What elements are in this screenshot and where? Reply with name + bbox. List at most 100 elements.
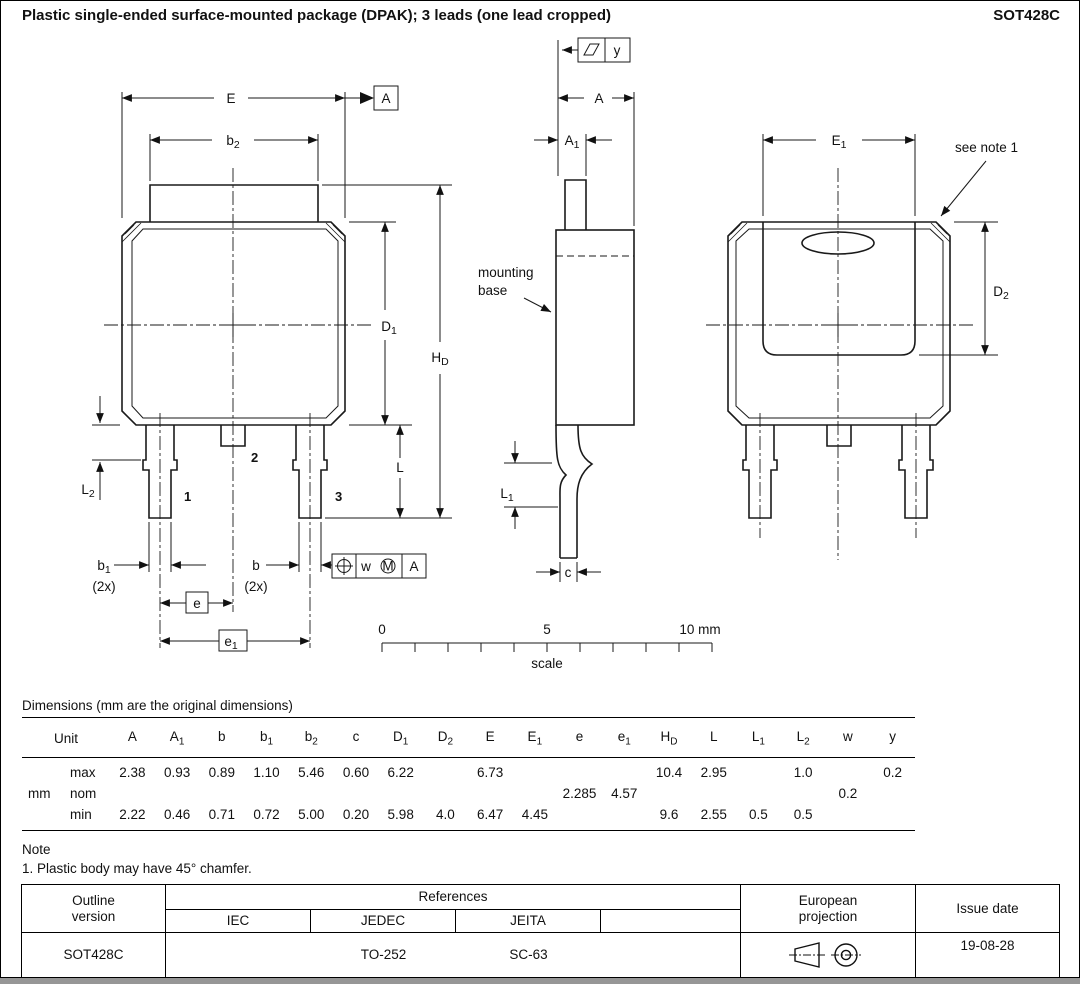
dim-label-E1: E1 — [832, 133, 847, 151]
scale-five-label: 5 — [543, 622, 551, 637]
dim-value: 5.46 — [298, 764, 325, 780]
dimension-D1: D1 — [349, 221, 412, 426]
dim-value — [781, 783, 826, 804]
dimension-e1: e1 — [160, 629, 310, 652]
back-view: E1 D2 see note 1 — [706, 133, 1018, 560]
dim-value — [423, 783, 468, 804]
dim-label-D1: D1 — [381, 319, 397, 337]
issue-date-header: Issue date — [956, 900, 1019, 916]
tab-slot-oval — [801, 231, 875, 255]
col-header: b1 — [244, 717, 289, 758]
unit-cell — [22, 803, 64, 831]
mmc-modifier-icon: M — [380, 558, 396, 574]
dimension-E: E A — [121, 85, 399, 218]
col-header: E1 — [512, 717, 558, 758]
issue-date-value: 19-08-28 — [916, 932, 1059, 977]
dim-label-D2: D2 — [993, 284, 1009, 302]
dim-e-box — [185, 591, 209, 614]
dim-value — [647, 783, 692, 804]
front-view: 1 2 3 E A b2 — [81, 85, 452, 652]
col-header: b2 — [288, 717, 334, 758]
dim-value: 0.5 — [780, 803, 826, 831]
dim-label-A1: A1 — [565, 133, 580, 151]
dim-value: 4.0 — [423, 803, 468, 831]
scale-ten-label: 10 mm — [679, 622, 720, 637]
see-note-label: see note 1 — [955, 140, 1018, 155]
dim-label-e: e — [193, 596, 201, 611]
side-bent-lead — [555, 424, 594, 559]
front-body-inner-line — [131, 228, 339, 419]
dimension-A1: A1 — [534, 133, 612, 176]
dim-label-b1: b1 — [97, 558, 111, 576]
dim-value — [736, 783, 781, 804]
dim-label-E: E — [226, 91, 235, 106]
first-angle-projection-icon — [789, 942, 861, 968]
jedec-value: TO-252 — [311, 932, 456, 977]
dim-value — [557, 803, 602, 831]
see-note-callout: see note 1 — [940, 140, 1018, 217]
dim-value: 6.22 — [387, 764, 414, 780]
dimension-c: c — [536, 562, 601, 582]
dim-value: 2.55 — [691, 803, 737, 831]
col-header: c — [333, 717, 379, 758]
dimension-L1: L1 — [500, 441, 558, 529]
dim-label-HD: HD — [431, 350, 449, 368]
dim-value: 2.38 — [119, 764, 146, 780]
dimensions-title: Dimensions (mm are the original dimensio… — [22, 698, 293, 713]
dim-label-L1: L1 — [500, 486, 514, 504]
dim-value — [870, 803, 915, 831]
dim-value — [378, 783, 423, 804]
dim-value: 6.47 — [467, 803, 513, 831]
fcf-tolerance-label: w — [360, 559, 371, 574]
dim-e1-box — [218, 629, 248, 652]
mounting-base-label-line2: base — [478, 283, 507, 298]
lead-3 — [292, 424, 328, 519]
mounting-base-callout: mounting base — [478, 265, 552, 313]
row-label: nom — [70, 785, 97, 801]
dimension-D2: D2 — [919, 221, 1009, 356]
references-header: References — [166, 885, 740, 910]
dim-value — [691, 783, 736, 804]
dim-value — [601, 803, 647, 831]
dim-value: 0.72 — [244, 803, 289, 831]
front-body-outline — [121, 221, 346, 426]
dim-value: 0.2 — [883, 764, 902, 780]
dim-value — [557, 757, 602, 783]
mounting-base-label-line1: mounting — [478, 265, 534, 280]
unit-cell — [22, 757, 64, 783]
references-blank-header — [601, 910, 740, 932]
col-header: e — [557, 717, 602, 758]
back-body-inner-line — [735, 228, 944, 419]
dim-label-b2: b2 — [226, 133, 240, 151]
dim-value: 9.6 — [646, 803, 692, 831]
unit-cell: mm — [28, 785, 51, 801]
dim-value — [736, 757, 781, 783]
col-header-unit: Unit — [22, 717, 111, 758]
col-header: L1 — [736, 717, 781, 758]
row-label: min — [64, 803, 111, 831]
back-body-outline — [727, 221, 951, 426]
dimension-b: b (2x) — [244, 522, 332, 594]
col-header: A — [110, 717, 155, 758]
dim-value — [244, 783, 289, 804]
dimension-A: A — [558, 91, 635, 226]
col-header: D2 — [423, 717, 468, 758]
page-title: Plastic single-ended surface-mounted pac… — [22, 7, 612, 24]
dimensions-section: Dimensions (mm are the original dimensio… — [22, 698, 915, 831]
references-blank-value — [601, 932, 740, 977]
dim-value: 0.89 — [208, 764, 235, 780]
col-header: w — [825, 717, 871, 758]
flatness-callout: y — [557, 37, 631, 176]
scale-zero-label: 0 — [378, 622, 386, 637]
lead-1 — [142, 424, 178, 519]
dim-value: 2.285 — [562, 785, 597, 801]
dim-value: 1.10 — [253, 764, 280, 780]
dim-value — [289, 783, 334, 804]
col-header: L — [691, 717, 737, 758]
col-header: A1 — [154, 717, 200, 758]
back-chamfer-hatching — [727, 222, 951, 243]
